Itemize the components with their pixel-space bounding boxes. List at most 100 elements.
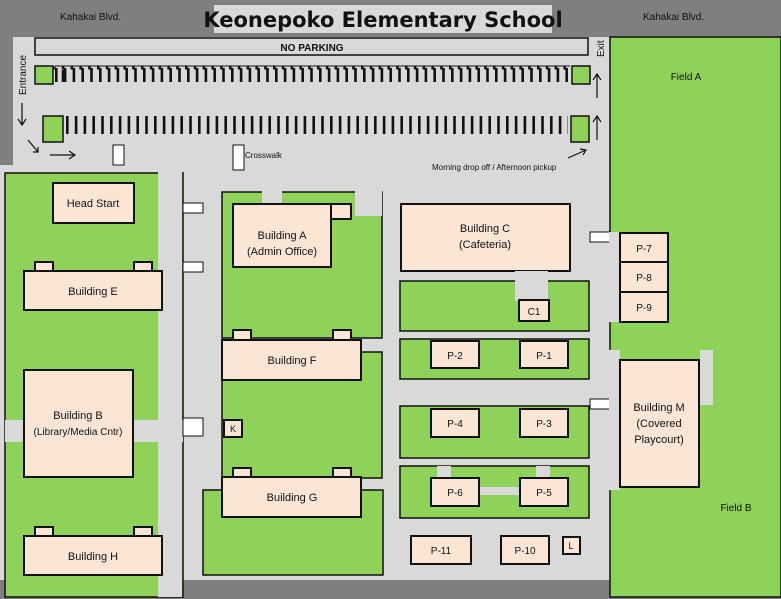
building-e[interactable] [23, 270, 163, 311]
head-start-label: Head Start [67, 198, 120, 210]
crosswalk-7 [589, 398, 611, 410]
arrow-up-icon-2 [592, 72, 602, 98]
building-e-label: Building E [68, 286, 118, 298]
m-walk [609, 350, 620, 490]
building-a-fill [234, 205, 330, 221]
building-f-label: Building F [268, 355, 317, 367]
arrow-down-icon [17, 103, 27, 127]
c-yard-grass [399, 280, 590, 332]
field-b-label: Field B [720, 503, 751, 514]
crosswalk-1 [112, 144, 125, 166]
p10-p11-connector [471, 545, 501, 552]
building-f[interactable] [221, 339, 362, 381]
building-b-sublabel: (Library/Media Cntr) [34, 427, 123, 438]
building-p2[interactable] [430, 340, 480, 369]
no-parking-zone [34, 37, 589, 56]
c1-path [515, 271, 548, 301]
p1-label: P-1 [536, 351, 552, 362]
p9-label: P-9 [636, 303, 652, 314]
building-c[interactable] [400, 203, 571, 272]
traffic-arrows [17, 72, 602, 160]
building-l[interactable] [562, 536, 581, 555]
p7-p9-walk [609, 232, 620, 322]
building-h-label: Building H [68, 551, 118, 563]
entrance-label: Entrance [18, 55, 29, 95]
building-m-label: Building M [633, 402, 684, 414]
building-k-label: K [230, 424, 236, 434]
crosswalk-2 [232, 144, 245, 171]
no-parking-label: NO PARKING [280, 43, 343, 54]
p10-label: P-10 [514, 546, 536, 557]
crosswalk-label: Crosswalk [245, 151, 283, 160]
p5-p6-connector [479, 487, 520, 495]
building-b[interactable] [23, 369, 134, 478]
building-c-label: Building C [460, 223, 510, 235]
p3-label: P-3 [536, 419, 552, 430]
p4-label: P-4 [447, 419, 463, 430]
p5-path [536, 466, 550, 478]
building-p5[interactable] [519, 477, 569, 507]
building-g[interactable] [221, 476, 362, 518]
p8-label: P-8 [636, 273, 652, 284]
building-k[interactable] [223, 419, 243, 438]
courtyard-path-2 [355, 188, 382, 216]
building-f-wing [232, 329, 252, 341]
road-left-edge [0, 0, 13, 165]
building-m[interactable] [619, 359, 700, 488]
building-l-label: L [568, 541, 573, 551]
lot-island-nw [34, 65, 54, 85]
building-m-sublabel-2: Playcourt) [634, 434, 684, 446]
crosswalk-6 [589, 231, 611, 243]
dropoff-label: Morning drop off / Afternoon pickup [432, 163, 557, 172]
page-title: Keonepoko Elementary School [203, 8, 562, 32]
building-p7[interactable] [619, 232, 669, 263]
p11-label: P-11 [431, 546, 452, 557]
building-c-sublabel: (Cafeteria) [459, 239, 511, 251]
building-head-start[interactable] [52, 182, 135, 224]
arrow-right-icon [50, 150, 77, 160]
street-label-left: Kahakai Blvd. [60, 12, 121, 23]
building-p9[interactable] [619, 291, 669, 323]
crosswalk-3 [182, 202, 204, 214]
building-m-sublabel-1: (Covered [636, 418, 681, 430]
exit-label: Exit [596, 40, 607, 57]
east-walkway [700, 350, 713, 405]
arrow-up-right-icon [567, 148, 587, 159]
p7-label: P-7 [636, 244, 652, 255]
west-walkway [158, 165, 182, 597]
building-f-wing-2 [332, 329, 352, 341]
field-a-label: Field A [671, 72, 702, 83]
road-bottom [0, 580, 781, 599]
building-p3[interactable] [519, 408, 569, 438]
arrow-diagonal-icon [27, 139, 39, 153]
lot-island-se [570, 115, 590, 143]
lot-island-ne [571, 65, 591, 85]
building-a-sublabel: (Admin Office) [247, 246, 317, 258]
street-label-right: Kahakai Blvd. [643, 12, 704, 23]
building-c1-label: C1 [528, 307, 541, 318]
crosswalk-4 [182, 261, 204, 273]
lot-island-sw [42, 115, 64, 143]
p6-path [437, 466, 451, 478]
building-p4[interactable] [430, 408, 480, 438]
building-a-label: Building A [258, 230, 308, 242]
building-h[interactable] [23, 535, 163, 576]
building-p11[interactable] [410, 535, 472, 565]
field-a-area [609, 36, 781, 598]
building-g-label: Building G [267, 492, 318, 504]
building-p10[interactable] [500, 535, 550, 565]
p2-label: P-2 [447, 351, 463, 362]
building-b-label: Building B [53, 410, 103, 422]
parking-stalls-top [55, 65, 570, 82]
building-c1[interactable] [518, 299, 550, 322]
p6-label: P-6 [447, 488, 463, 499]
building-p6[interactable] [430, 477, 480, 507]
arrow-up-icon-1 [592, 114, 602, 140]
building-p1[interactable] [519, 340, 569, 369]
p5-label: P-5 [536, 488, 552, 499]
crosswalk-5 [182, 417, 204, 437]
courtyard-path [262, 190, 282, 206]
title-banner [214, 5, 552, 33]
